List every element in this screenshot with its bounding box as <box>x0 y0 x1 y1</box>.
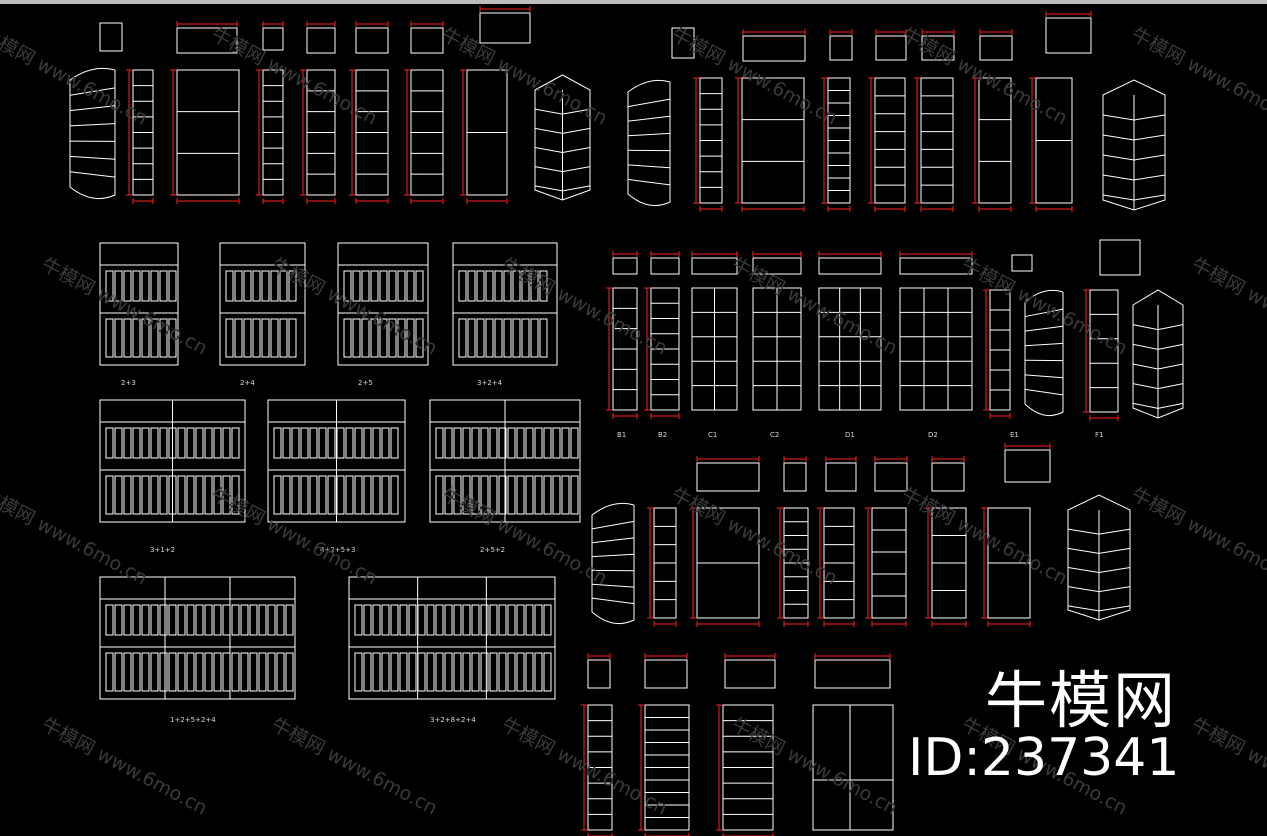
panel-label-f1: F1 <box>1095 431 1103 439</box>
panel-label-e1: E1 <box>1010 431 1019 439</box>
brand-name: 牛模网 <box>985 664 1178 737</box>
combo-label-4: 3+2+4 <box>477 379 503 387</box>
combo-label-3: 2+5 <box>358 379 373 387</box>
panel-label-c2: C2 <box>770 431 779 439</box>
title-bar-strip <box>0 0 1267 4</box>
combo-label-7: 2+5+2 <box>480 546 505 554</box>
combo-label-8: 1+2+5+2+4 <box>170 716 216 724</box>
brand-id: ID:237341 <box>908 728 1180 788</box>
panel-label-d2: D2 <box>928 431 938 439</box>
combo-label-2: 2+4 <box>240 379 255 387</box>
panel-label-d1: D1 <box>845 431 855 439</box>
combo-label-9: 3+2+8+2+4 <box>430 716 476 724</box>
panel-label-c1: C1 <box>708 431 717 439</box>
combo-label-5: 3+1+2 <box>150 546 175 554</box>
combo-label-6: 4+2+5+3 <box>320 546 355 554</box>
combo-label-1: 2+3 <box>121 379 136 387</box>
panel-label-b2: B2 <box>658 431 667 439</box>
panel-label-b1: B1 <box>617 431 626 439</box>
